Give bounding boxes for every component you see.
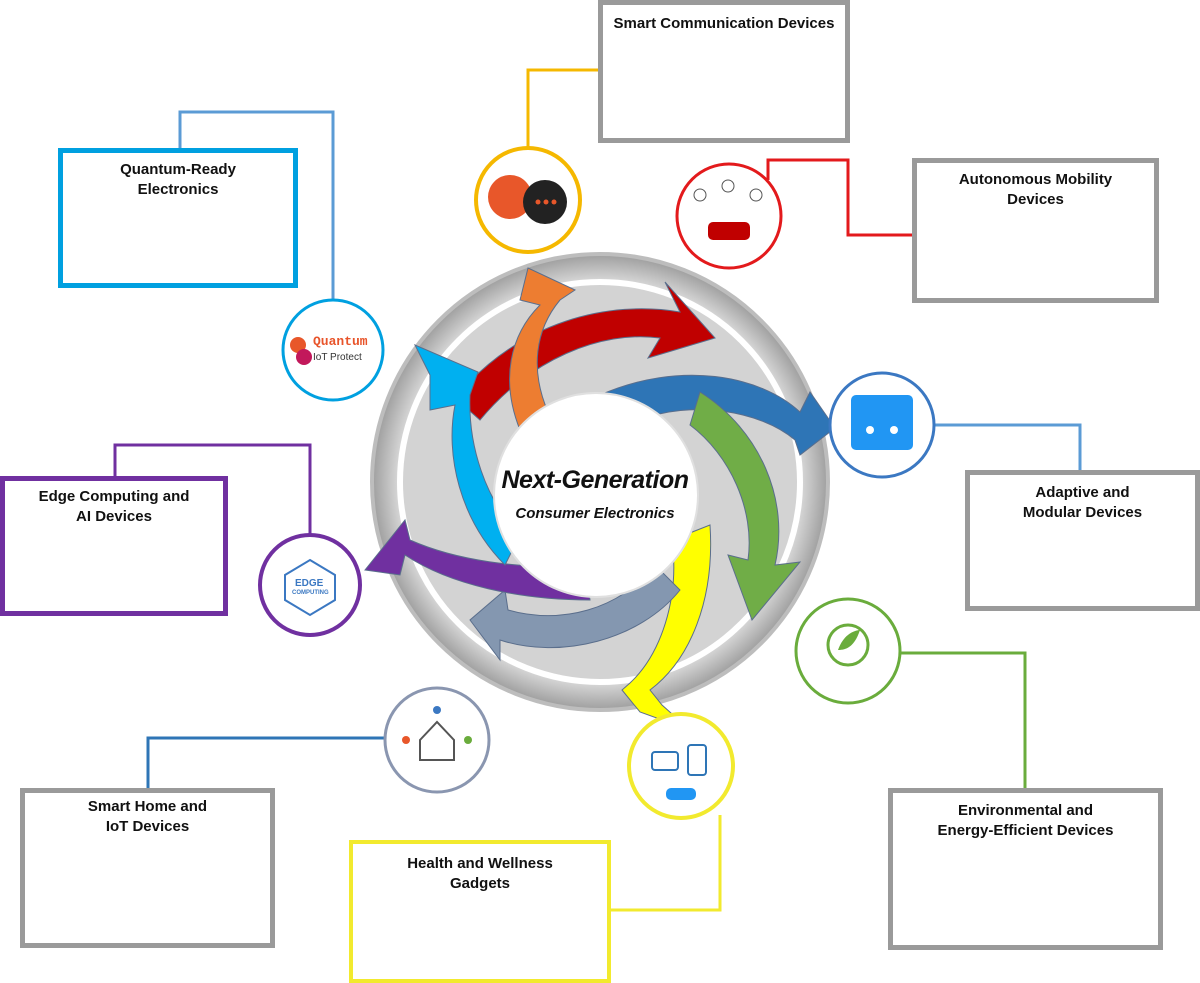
connector-smart-communication <box>526 68 598 150</box>
box-smart-communication: Smart Communication Devices <box>598 0 850 143</box>
icon-smart-home <box>383 686 491 794</box>
icon-quantum-logo <box>281 298 385 402</box>
box-autonomous-mobility: Autonomous Mobility Devices <box>912 158 1159 303</box>
icon-eco-bulb <box>794 597 902 705</box>
box-edge-computing: Edge Computing and AI Devices <box>0 476 228 616</box>
box-title: Adaptive and Modular Devices <box>1022 484 1143 521</box>
harvest-label: Harvest more <box>950 905 1027 919</box>
quantum-logo-title: Quantum <box>313 334 368 349</box>
cycle-arrows <box>364 267 836 731</box>
box-title: Smart Home and IoT Devices <box>87 798 208 835</box>
connector-environmental <box>900 651 1027 788</box>
box-title: Smart Communication Devices <box>613 15 835 32</box>
icon-autonomous-car <box>675 162 783 270</box>
box-title: Health and Wellness Gadgets <box>407 855 553 892</box>
box-health-wellness: Health and Wellness Gadgets <box>349 840 611 983</box>
arrow-cyan <box>413 344 521 566</box>
connector-smart-home <box>146 736 385 788</box>
center-hub <box>493 392 699 598</box>
edge-icon-sublabel: COMPUTING <box>292 590 329 596</box>
box-environmental: Environmental and Energy-Efficient Devic… <box>888 788 1163 950</box>
connector-quantum <box>178 110 335 303</box>
arrow-orange <box>509 267 577 431</box>
arrow-green <box>689 391 802 621</box>
center-subtitle: Consumer Electronics <box>515 505 675 522</box>
connector-adaptive-modular <box>935 423 1082 470</box>
box-title: Quantum-Ready Electronics <box>120 161 236 198</box>
connector-edge-computing <box>113 443 312 545</box>
box-adaptive-modular: Adaptive and Modular Devices <box>965 470 1200 611</box>
icon-health-devices <box>627 712 735 820</box>
edge-icon-label: EDGE <box>295 578 324 589</box>
box-quantum-ready: Quantum-Ready Electronics <box>58 148 298 288</box>
icon-android <box>828 371 936 479</box>
quantum-logo-subtitle: IoT Protect <box>313 352 362 363</box>
icon-edge-computing <box>258 533 362 637</box>
connector-lines <box>113 68 1082 912</box>
connector-autonomous-mobility <box>766 158 912 237</box>
box-title: Autonomous Mobility Devices <box>958 171 1113 208</box>
adas-label: ADAS <box>1021 270 1061 286</box>
center-title: Next-Generation <box>501 466 689 494</box>
box-smart-home: Smart Home and IoT Devices <box>20 788 275 948</box>
arrow-slate <box>469 564 681 662</box>
icon-phone-chat <box>474 146 582 254</box>
box-title: Environmental and Energy-Efficient Devic… <box>937 802 1114 839</box>
box-title: Edge Computing and AI Devices <box>38 488 190 525</box>
connector-health-wellness <box>608 815 722 912</box>
